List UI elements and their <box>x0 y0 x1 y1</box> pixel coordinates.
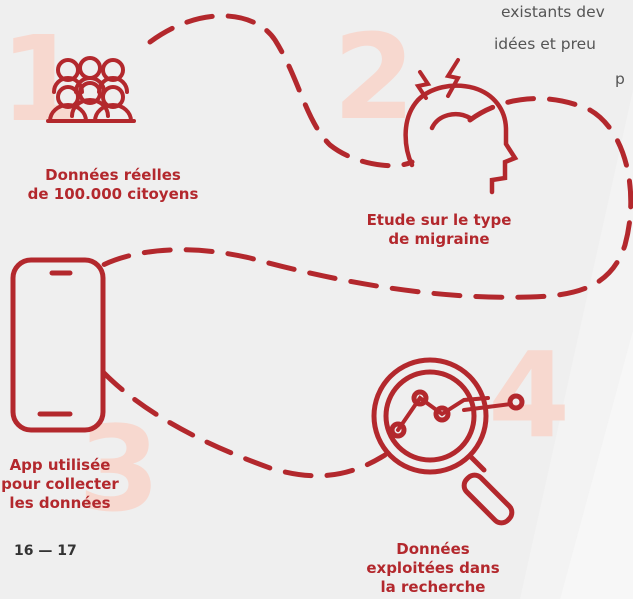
step-3-label: App utilisée pour collecter les données <box>0 456 130 513</box>
step-number-4: 4 <box>488 326 571 464</box>
step-3-label-line-3: les données <box>9 494 111 512</box>
step-1-label-line-2: de 100.000 citoyens <box>27 185 199 203</box>
step-4-label-line-1: Données <box>396 540 470 558</box>
step-4-label-line-2: exploitées dans <box>366 559 500 577</box>
step-3-label-line-2: pour collecter <box>1 475 119 493</box>
people-group-icon <box>46 56 136 123</box>
page-numbers: 16 — 17 <box>14 543 77 559</box>
step-4-label: Données exploitées dans la recherche <box>358 540 508 597</box>
step-4-label-line-3: la recherche <box>380 578 486 596</box>
step-1-label-line-1: Données réelles <box>45 166 181 184</box>
step-2-label: Etude sur le type de migraine <box>359 211 519 249</box>
step-1-label: Données réelles de 100.000 citoyens <box>18 166 208 204</box>
step-2-label-line-2: de migraine <box>388 230 490 248</box>
intro-line-1: existants dev <box>501 3 605 21</box>
intro-line-3: p <box>615 70 625 88</box>
step-3-label-line-1: App utilisée <box>9 456 111 474</box>
dashed-path <box>100 13 633 479</box>
step-2-label-line-1: Etude sur le type <box>366 211 512 229</box>
intro-line-2: idées et preu <box>494 35 596 53</box>
head-migraine-icon <box>403 58 519 195</box>
step-number-2: 2 <box>333 8 416 146</box>
magnifier-chart-icon <box>371 357 525 526</box>
smartphone-icon <box>10 257 106 433</box>
